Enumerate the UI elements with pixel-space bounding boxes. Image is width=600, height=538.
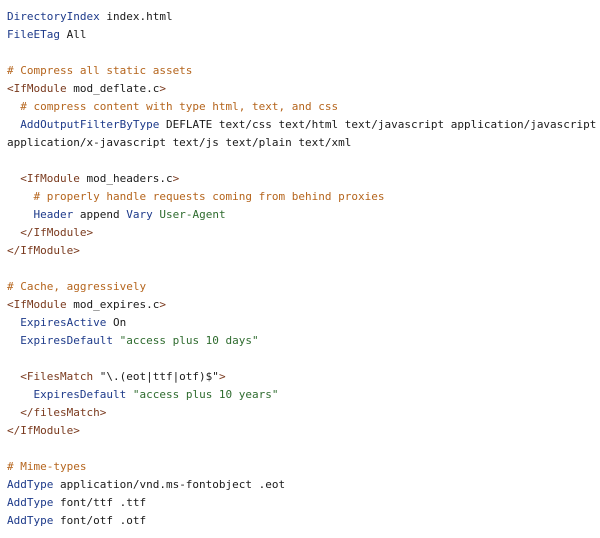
code-line: </IfModule> [7,242,597,260]
code-line: # compress content with type html, text,… [7,98,597,116]
code-token-txt: index.html [99,10,173,23]
code-token-kw: ExpiresDefault [7,388,127,401]
code-line: ExpiresDefault "access plus 10 years" [7,386,597,404]
code-token-tag: <IfModule [7,82,67,95]
code-line: ExpiresActive On [7,314,597,332]
code-line: <IfModule mod_headers.c> [7,170,597,188]
code-token-txt: "\.(eot|ttf|otf)$" [93,370,219,383]
code-token-tag: > [159,82,166,95]
code-line: # Compress all static assets [7,62,597,80]
code-line: <FilesMatch "\.(eot|ttf|otf)$"> [7,368,597,386]
code-token-str: "access plus 10 days" [119,334,259,347]
code-token-str: User-Agent [159,208,226,221]
code-token-cmt: # Cache, aggressively [7,280,147,293]
code-token-tag: > [172,172,180,185]
code-token-kw: ExpiresActive [7,316,107,329]
code-token-kw: AddOutputFilterByType [7,118,160,131]
code-line: AddType font/otf .otf [7,512,597,530]
code-token-cmt: # properly handle requests coming from b… [7,190,385,203]
code-token-kw: Vary [126,208,153,221]
code-token-tag: > [159,298,166,311]
code-token-txt: mod_headers.c [79,172,173,185]
code-token-txt [113,334,120,347]
code-line: # Mime-types [7,458,597,476]
code-token-txt: mod_expires.c [66,298,160,311]
code-line: Header append Vary User-Agent [7,206,597,224]
code-token-txt: application/vnd.ms-fontobject .eot [53,478,286,491]
code-token-txt: All [59,28,87,41]
code-line: ExpiresDefault "access plus 10 days" [7,332,597,350]
code-line: ​ [7,152,597,170]
code-line: <IfModule mod_expires.c> [7,296,597,314]
code-token-kw: ExpiresDefault [7,334,113,347]
code-token-tag: <FilesMatch [7,370,94,383]
code-token-txt: font/otf .otf [53,514,147,527]
code-token-tag: > [218,370,226,383]
code-token-txt: On [106,316,127,329]
code-line: AddType font/ttf .ttf [7,494,597,512]
code-token-txt: font/ttf .ttf [53,496,147,509]
code-line: ​ [7,350,597,368]
code-line: AddOutputFilterByType DEFLATE text/css t… [7,116,597,134]
code-line: </filesMatch> [7,404,597,422]
code-token-tag: </IfModule> [7,244,80,257]
code-token-tag: </IfModule> [7,424,80,437]
code-token-tag: </IfModule> [7,226,94,239]
code-token-kw: FileETag [7,28,60,41]
code-token-str: "access plus 10 years" [132,388,279,401]
code-line: # Cache, aggressively [7,278,597,296]
code-line: ​ [7,44,597,62]
code-token-kw: DirectoryIndex [7,10,100,23]
code-token-kw: AddType [7,514,54,527]
code-token-tag: </filesMatch> [7,406,107,419]
code-token-txt: DEFLATE text/css text/html text/javascri… [159,118,597,131]
code-token-txt: append [73,208,127,221]
code-line: FileETag All [7,26,597,44]
code-token-txt: application/x-javascript text/js text/pl… [7,136,352,149]
code-line: ​ [7,260,597,278]
code-token-kw: AddType [7,496,54,509]
code-line: DirectoryIndex index.html [7,8,597,26]
code-token-tag: <IfModule [7,298,67,311]
code-line: application/x-javascript text/js text/pl… [7,134,597,152]
code-token-cmt: # compress content with type html, text,… [7,100,339,113]
code-line: </IfModule> [7,422,597,440]
code-line: ​ [7,440,597,458]
code-line: </IfModule> [7,224,597,242]
code-line: # properly handle requests coming from b… [7,188,597,206]
code-token-tag: <IfModule [7,172,80,185]
code-token-txt: mod_deflate.c [66,82,160,95]
code-line: <IfModule mod_deflate.c> [7,80,597,98]
code-line: AddType application/vnd.ms-fontobject .e… [7,476,597,494]
code-token-cmt: # Mime-types [7,460,87,473]
code-token-kw: Header [7,208,74,221]
code-token-txt [126,388,133,401]
code-token-cmt: # Compress all static assets [7,64,193,77]
code-token-kw: AddType [7,478,54,491]
